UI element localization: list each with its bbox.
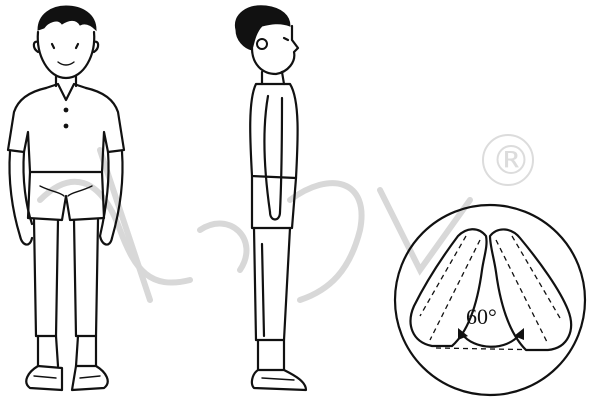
boy-front-view-icon	[8, 6, 124, 390]
registered-mark: ®	[491, 138, 531, 184]
angle-label: 60°	[466, 304, 497, 329]
boy-side-view-icon	[235, 6, 306, 390]
feet-angle-icon: 60°	[395, 205, 585, 395]
